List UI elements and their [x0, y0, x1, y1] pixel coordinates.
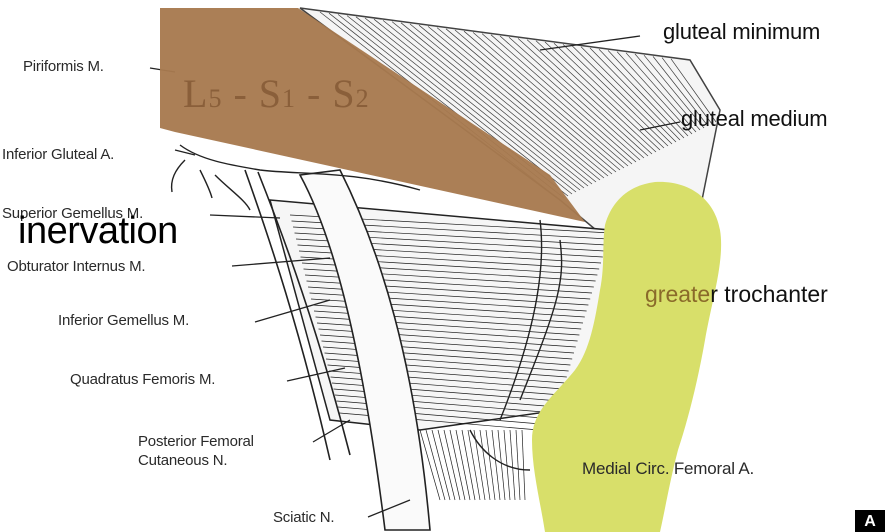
label-gluteal-medium: gluteal medium — [681, 106, 828, 131]
label-quadratus-femoris: Quadratus Femoris M. — [70, 371, 216, 388]
artery-branches — [170, 144, 563, 471]
lower-hatching — [419, 429, 526, 501]
label-cutaneous-nerve: Cutaneous N. — [138, 452, 228, 469]
label-gluteal-minimum: gluteal minimum — [663, 19, 821, 44]
label-leader-lines — [149, 35, 681, 518]
sciatic-nerve — [244, 169, 431, 531]
piriformis-overlay — [160, 8, 585, 222]
label-sciatic-nerve: Sciatic N. — [273, 509, 335, 526]
label-inferior-gemellus: Inferior Gemellus M. — [58, 312, 190, 329]
corner-mark: A — [855, 510, 885, 532]
label-obturator-internus: Obturator Internus M. — [7, 258, 146, 275]
trochanter-overlay — [532, 181, 722, 532]
greater-trochanter-label: greater trochanter — [645, 281, 828, 307]
nerve-roots-label: L5 - S1 - S2 — [183, 71, 370, 116]
inervation-label: inervation — [18, 210, 178, 252]
label-superior-gemellus: Superior Gemellus M. — [2, 205, 144, 222]
label-inferior-gluteal-artery: Inferior Gluteal A. — [2, 146, 115, 163]
label-posterior-femoral: Posterior Femoral — [138, 433, 254, 450]
label-piriformis: Piriformis M. — [23, 58, 104, 75]
label-medial-circumflex: Medial Circ. Femoral A. — [582, 459, 755, 478]
